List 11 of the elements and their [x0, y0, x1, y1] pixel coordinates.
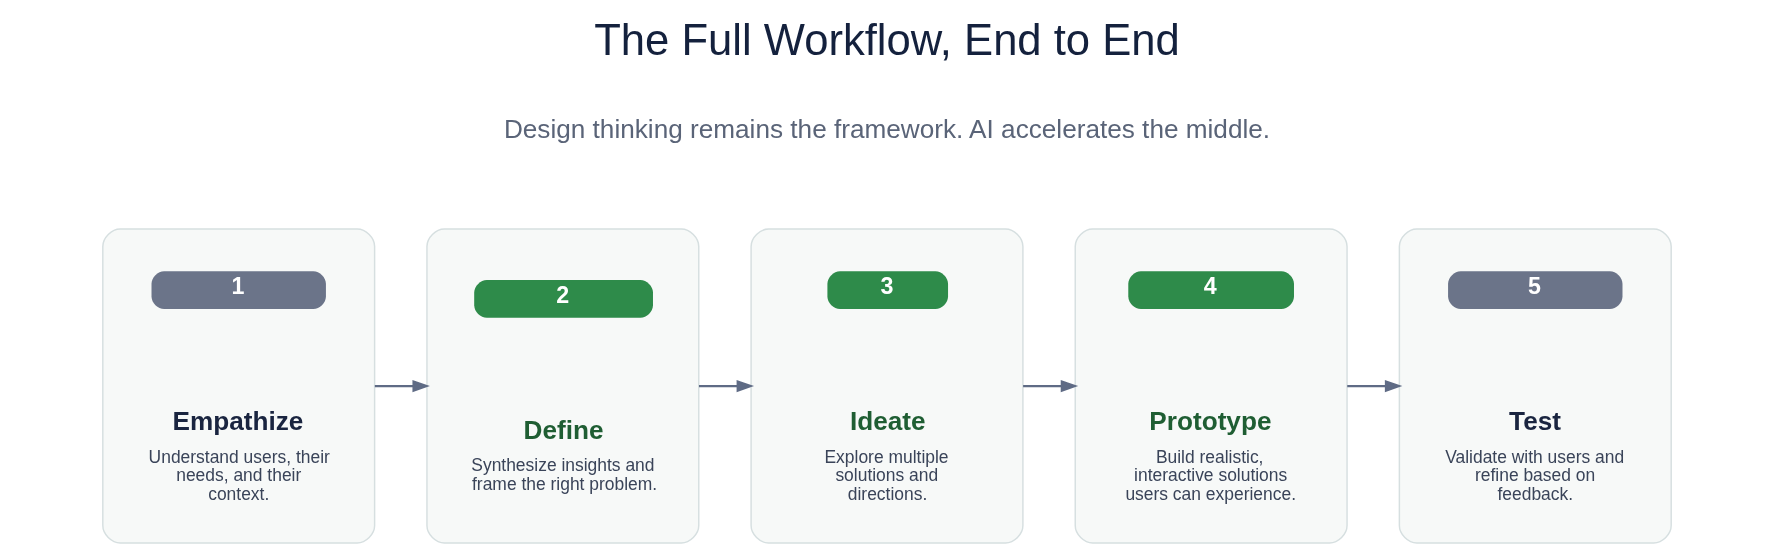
node-box: 1 Empathize Understand users, their needs, and their context. [102, 228, 376, 544]
arrow [374, 379, 430, 393]
node-box: 2 Define Synthesize insights and frame the right problem. [426, 228, 700, 544]
arrow [1347, 379, 1403, 393]
node-box: 5 Test Validate with users and refine based on feedback. [1398, 228, 1672, 544]
node-box: 4 Prototype Build realistic, interactive solutions users can experience. [1074, 228, 1348, 544]
diagram-title: The Full Workflow, End to End [594, 15, 1180, 64]
node-box: 3 Ideate Explore multiple solutions and directions. [750, 228, 1024, 544]
arrow [1023, 379, 1079, 393]
label: Design thinking remains the framework. AI accelerates the middle. [503, 114, 1271, 145]
arrow [698, 379, 755, 393]
